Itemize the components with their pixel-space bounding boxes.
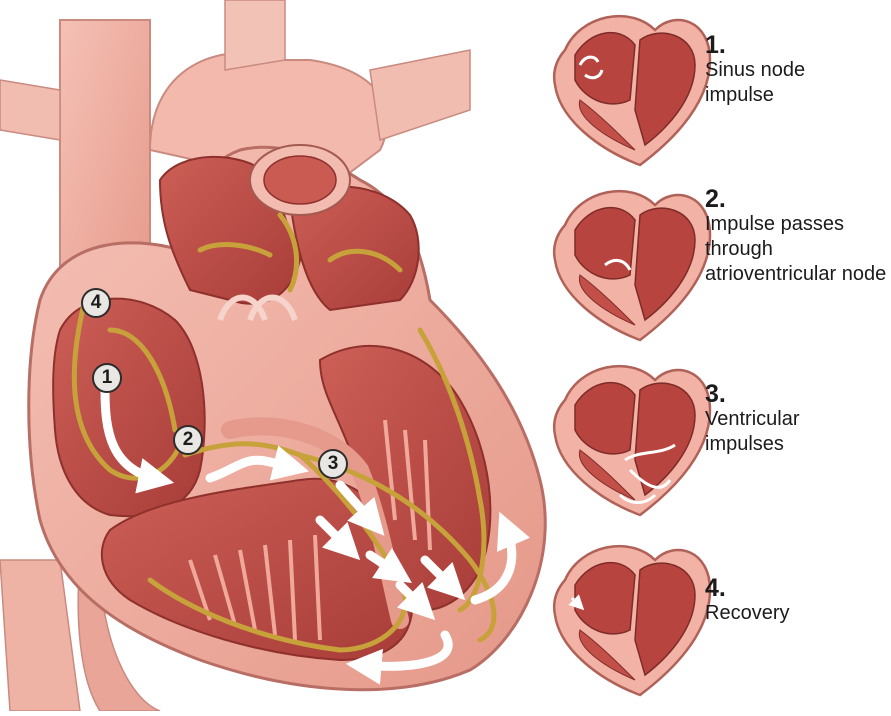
step-2-caption: 2. Impulse passes through atrioventricul… xyxy=(705,186,890,287)
step-heart-1 xyxy=(554,16,710,165)
step-heart-2 xyxy=(554,191,710,340)
marker-4: 4 xyxy=(81,288,111,318)
step-1-number: 1. xyxy=(705,32,855,58)
step-heart-3 xyxy=(554,366,710,515)
step-1-caption: 1. Sinus node impulse xyxy=(705,32,855,108)
step-4-text: Recovery xyxy=(705,601,890,626)
step-3-text: Ventricular impulses xyxy=(705,407,845,457)
step-3-number: 3. xyxy=(705,381,845,407)
step-3-caption: 3. Ventricular impulses xyxy=(705,381,845,457)
step-4-number: 4. xyxy=(705,575,890,601)
step-1-text: Sinus node impulse xyxy=(705,58,855,108)
step-2-text: Impulse passes through atrioventricular … xyxy=(705,212,890,287)
step-4-caption: 4. Recovery xyxy=(705,575,890,626)
marker-3: 3 xyxy=(318,449,348,479)
marker-1: 1 xyxy=(92,363,122,393)
marker-2: 2 xyxy=(173,425,203,455)
step-2-number: 2. xyxy=(705,186,890,212)
step-heart-4 xyxy=(554,546,710,695)
